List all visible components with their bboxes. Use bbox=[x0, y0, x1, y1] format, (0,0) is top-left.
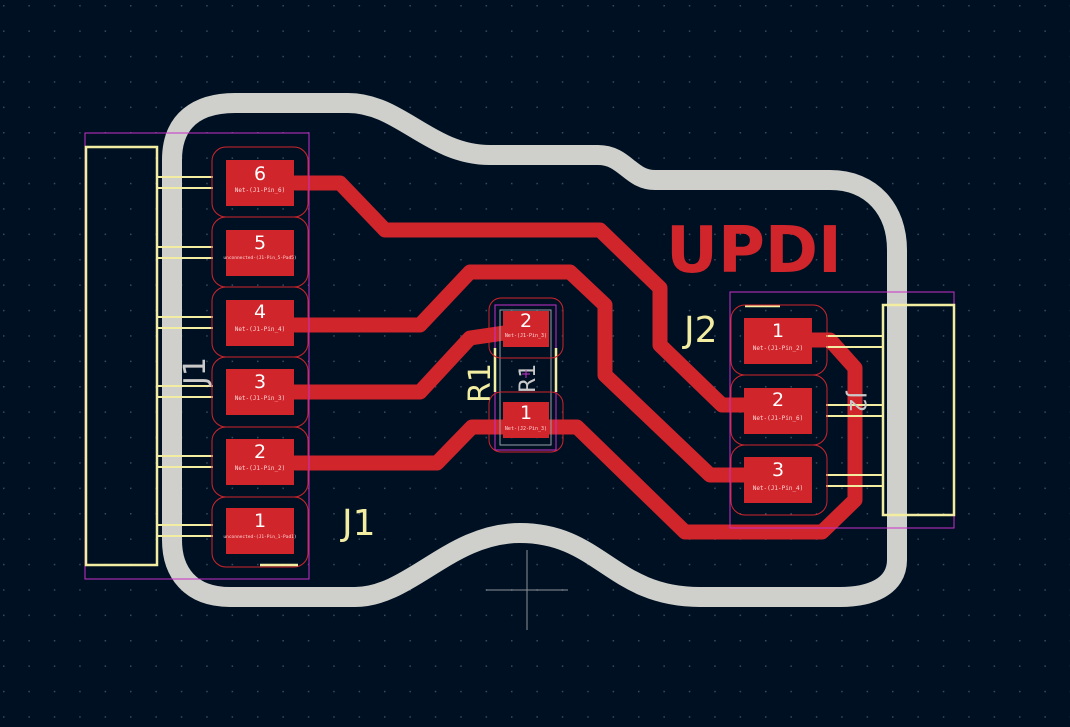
pad-net-label: Net-(J1-Pin_4) bbox=[753, 485, 804, 492]
j1-pad-4[interactable]: 4 Net-(J1-Pin_4) bbox=[226, 300, 294, 346]
fab-pin-lines-j1 bbox=[157, 176, 213, 537]
j1-pad-5[interactable]: 5 unconnected-(J1-Pin_5-Pad5) bbox=[223, 230, 297, 276]
track-net-j1-pin-3[interactable] bbox=[252, 322, 533, 400]
j1-pad-1[interactable]: 1 unconnected-(J1-Pin_1-Pad1) bbox=[223, 508, 297, 554]
pad-number: 5 bbox=[254, 232, 266, 254]
r1-pad-1[interactable]: 1 Net-(J2-Pin_3) bbox=[503, 402, 549, 438]
silkscreen-ref-j1: J1 bbox=[340, 503, 376, 544]
j1-pad-6[interactable]: 6 Net-(J1-Pin_6) bbox=[226, 160, 294, 206]
pad-number: 1 bbox=[520, 402, 532, 424]
pad-net-label: unconnected-(J1-Pin_1-Pad1) bbox=[223, 534, 296, 540]
track-net-j1-pin-6[interactable] bbox=[287, 175, 786, 413]
pad-number: 3 bbox=[254, 371, 266, 393]
r1-pad-2[interactable]: 2 Net-(J1-Pin_3) bbox=[503, 310, 549, 347]
copper-tracks bbox=[252, 175, 863, 540]
pad-clearances-j2 bbox=[730, 304, 828, 516]
footprint-r1[interactable]: 2 Net-(J1-Pin_3) 1 Net-(J2-Pin_3) R1 R1 bbox=[463, 297, 564, 453]
j1-pad-2[interactable]: 2 Net-(J1-Pin_2) bbox=[226, 439, 294, 485]
fab-ref-r1: R1 bbox=[516, 364, 541, 393]
pad-number: 4 bbox=[254, 301, 266, 323]
silkscreen-body-j1 bbox=[84, 145, 159, 567]
pad-number: 1 bbox=[772, 320, 784, 342]
j2-pad-1[interactable]: 1 Net-(J1-Pin_2) bbox=[744, 318, 812, 364]
footprint-j1[interactable]: 6 Net-(J1-Pin_6) 5 unconnected-(J1-Pin_5… bbox=[84, 132, 376, 580]
board-logo-text: UPDI bbox=[666, 214, 842, 288]
track-net-j1-pin-4[interactable] bbox=[287, 264, 786, 483]
silkscreen-ref-r1: R1 bbox=[463, 363, 498, 403]
fab-outline-r1 bbox=[499, 309, 552, 446]
pad-net-label: unconnected-(J1-Pin_5-Pad5) bbox=[223, 255, 296, 261]
pad-net-label: Net-(J1-Pin_3) bbox=[235, 395, 286, 402]
pad-number: 3 bbox=[772, 459, 784, 481]
pad-number: 6 bbox=[254, 163, 266, 185]
pad-number: 2 bbox=[772, 389, 784, 411]
pad-net-label: Net-(J1-Pin_3) bbox=[505, 333, 547, 339]
silkscreen-body-j2 bbox=[881, 303, 956, 517]
footprint-j2[interactable]: 1 Net-(J1-Pin_2) 2 Net-(J1-Pin_6) 3 Net-… bbox=[682, 291, 956, 529]
pad-number: 1 bbox=[254, 510, 266, 532]
fab-ref-j2: J2 bbox=[844, 390, 869, 413]
fab-ref-j1: J1 bbox=[178, 357, 213, 387]
pad-clearances-r1 bbox=[488, 297, 564, 453]
track-net-j2-pin-3[interactable] bbox=[517, 332, 863, 540]
pad-net-label: Net-(J2-Pin_3) bbox=[505, 426, 547, 432]
origin-crosshair bbox=[486, 550, 568, 630]
pad-net-label: Net-(J1-Pin_2) bbox=[753, 345, 804, 352]
track-net-j1-pin-2[interactable] bbox=[287, 419, 533, 471]
silkscreen-ref-j2: J2 bbox=[682, 310, 718, 351]
pad-net-label: Net-(J1-Pin_2) bbox=[235, 465, 286, 472]
j2-pad-2[interactable]: 2 Net-(J1-Pin_6) bbox=[744, 388, 812, 434]
pad-net-label: Net-(J1-Pin_6) bbox=[235, 187, 286, 194]
j2-pad-3[interactable]: 3 Net-(J1-Pin_4) bbox=[744, 457, 812, 503]
j1-pad-3[interactable]: 3 Net-(J1-Pin_3) bbox=[226, 369, 294, 415]
fab-pin-lines-j2 bbox=[826, 335, 883, 487]
pad-net-label: Net-(J1-Pin_4) bbox=[235, 326, 286, 333]
pad-number: 2 bbox=[520, 310, 532, 332]
pad-net-label: Net-(J1-Pin_6) bbox=[753, 415, 804, 422]
pad-clearances-j1 bbox=[211, 146, 309, 568]
anchor-mark-r1 bbox=[522, 370, 530, 378]
pad-number: 2 bbox=[254, 441, 266, 463]
